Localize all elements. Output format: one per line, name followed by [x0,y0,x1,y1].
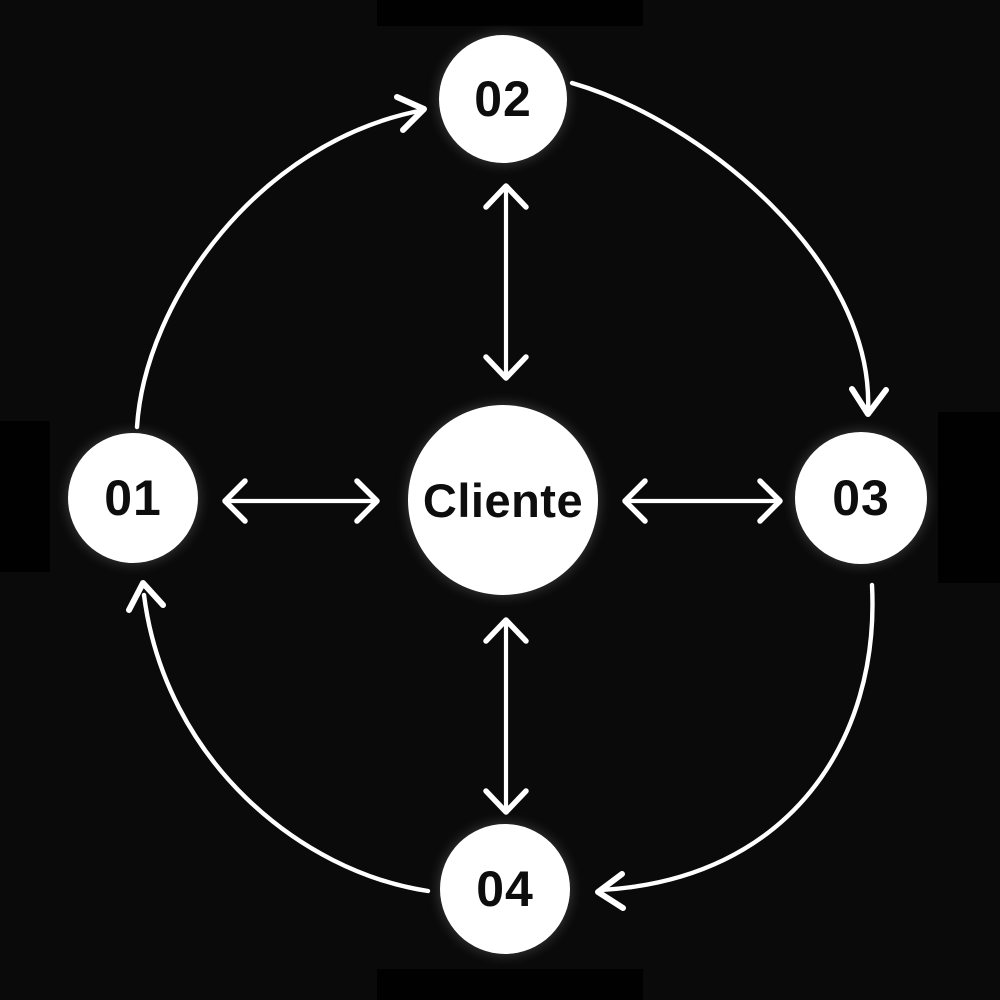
arrow-cliente-03-right-head-icon [757,478,783,524]
cycle-arrow-03-to-04 [597,582,875,893]
node-04-label: 04 [476,861,534,917]
node-02: 02 [439,35,567,163]
top-edge-patch [377,0,643,26]
node-04: 04 [440,824,570,954]
node-01: 01 [68,433,198,563]
arrow-cliente-04-bottom-head-icon [483,788,529,815]
arrowhead-to-02-icon [394,94,427,133]
center-node-label: Cliente [422,473,584,527]
arrowhead-to-04-icon [595,871,626,911]
arrow-cliente-04-top-head-icon [483,617,529,644]
arrow-02-cliente-bottom-head-icon [483,354,529,381]
node-02-label: 02 [474,71,532,127]
arrowhead-to-03-icon [849,386,889,417]
arrow-02-cliente-top-head-icon [483,183,529,210]
bottom-edge-patch [377,969,643,1000]
center-node-cliente: Cliente [408,405,598,595]
node-01-label: 01 [104,470,162,526]
arrow-01-cliente-right-head-icon [354,478,380,524]
cycle-arrow-01-to-02 [134,107,427,430]
cycle-arrow-02-to-03 [569,80,871,415]
left-edge-patch [0,421,50,572]
arrow-cliente-03-left-head-icon [622,478,648,524]
arrowhead-to-01-icon [126,580,166,613]
node-03: 03 [795,432,927,564]
right-edge-patch [938,412,1000,583]
arrow-01-cliente-left-head-icon [222,478,248,524]
node-03-label: 03 [832,470,890,526]
cycle-arrow-04-to-01 [141,592,431,894]
